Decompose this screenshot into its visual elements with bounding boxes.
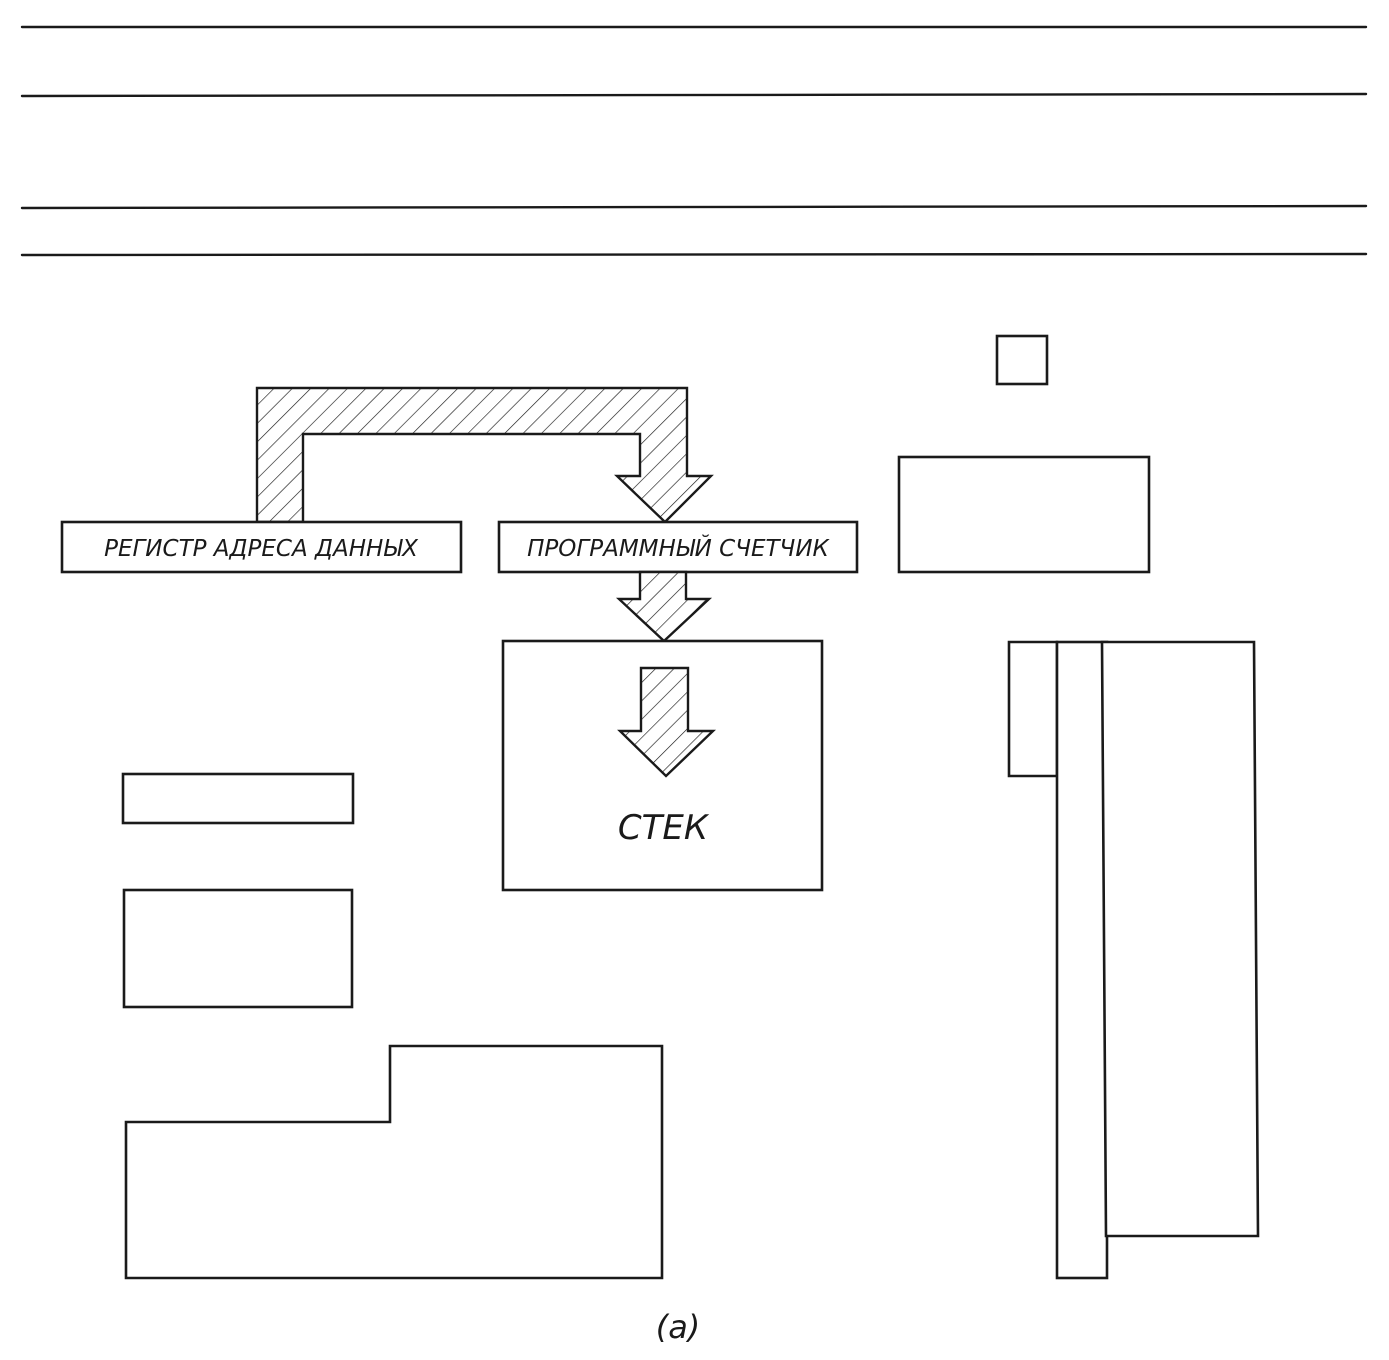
- push-arrow-into-stack: [617, 666, 716, 778]
- bus-line-3: [20, 204, 1368, 210]
- upper-right-block: [897, 455, 1151, 574]
- stack-label: СТЕК: [618, 808, 710, 848]
- small-square-block: [995, 334, 1049, 386]
- transfer-arrow-counter-to-stack: [615, 570, 713, 643]
- lower-stepped-block: [124, 1044, 664, 1280]
- data-address-register-label: РЕГИСТР АДРЕСА ДАННЫХ: [104, 536, 419, 562]
- right-notch-block: [1007, 640, 1059, 778]
- figure-caption: (a): [656, 1308, 701, 1346]
- right-tall-column: [1055, 640, 1109, 1280]
- bus-line-4: [20, 252, 1368, 257]
- left-medium-block: [122, 888, 354, 1009]
- right-wide-block: [1100, 640, 1260, 1238]
- left-thin-block: [121, 772, 355, 825]
- transfer-arrow-register-to-counter: [255, 386, 714, 524]
- data-address-register-box: [60, 520, 463, 574]
- bus-line-2: [20, 92, 1368, 98]
- program-counter-box: [497, 520, 859, 574]
- program-counter-label: ПРОГРАММНЫЙ СЧЕТЧИК: [527, 534, 830, 562]
